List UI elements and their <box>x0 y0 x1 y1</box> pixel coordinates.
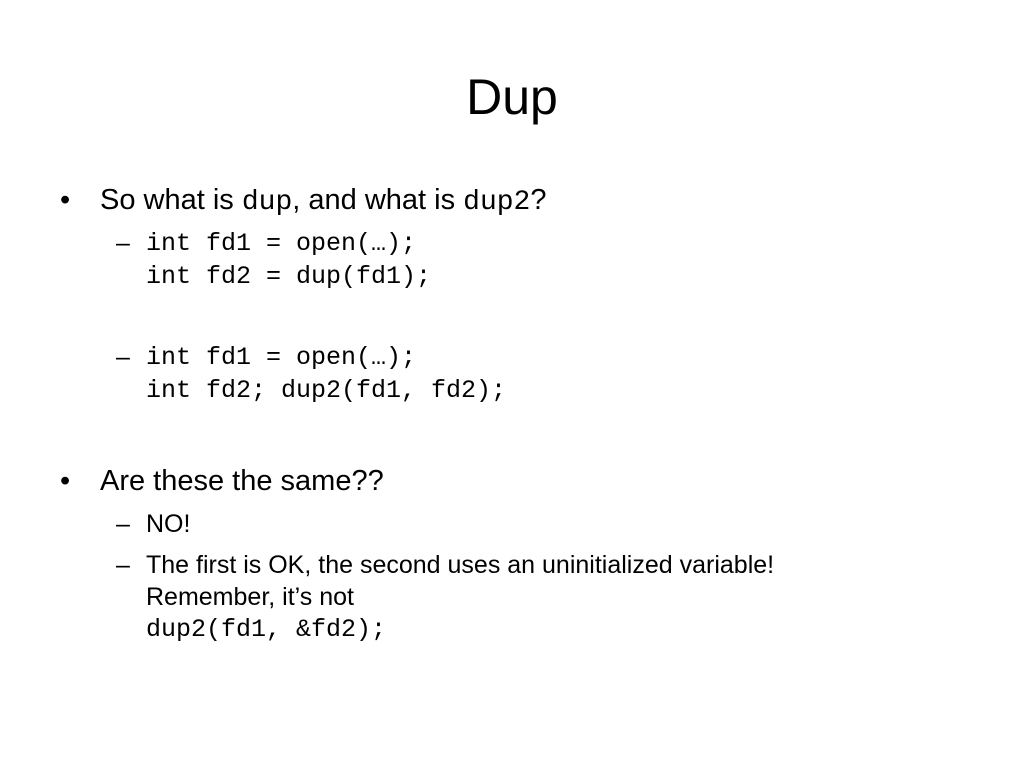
code-line: int fd1 = open(…); <box>146 343 417 372</box>
bullet-marker: • <box>60 465 71 497</box>
code-block: int fd1 = open(…); int fd2 = dup(fd1); <box>146 227 431 293</box>
dash-marker: – <box>116 229 130 257</box>
bullet-text-prefix: So what is <box>100 184 242 216</box>
slide-title: Dup <box>466 69 558 125</box>
dash-marker: – <box>116 551 130 579</box>
code-line: dup2(fd1, &fd2); <box>146 615 387 644</box>
bullet-marker: • <box>60 184 71 216</box>
code-dup: dup <box>241 187 293 218</box>
dash-marker: – <box>116 343 130 371</box>
bullet-text-middle: , and what is <box>292 184 464 216</box>
code-line: int fd2; dup2(fd1, fd2); <box>146 376 507 405</box>
code-line: int fd1 = open(…); <box>146 229 417 258</box>
bullet-text: So what is dup, and what is dup2? <box>100 183 547 220</box>
sub-item-text: NO! <box>146 510 191 538</box>
explanation-block: The first is OK, the second uses an unin… <box>146 549 774 646</box>
code-line: int fd2 = dup(fd1); <box>146 262 432 291</box>
code-dup2: dup2 <box>463 187 531 218</box>
bullet-text: Are these the same?? <box>100 465 384 497</box>
dash-marker: – <box>116 510 130 538</box>
explanation-line: The first is OK, the second uses an unin… <box>146 551 775 579</box>
code-block: int fd1 = open(…); int fd2; dup2(fd1, fd… <box>146 341 506 407</box>
bullet-text-suffix: ? <box>530 184 547 216</box>
explanation-line: Remember, it’s not <box>146 583 354 611</box>
